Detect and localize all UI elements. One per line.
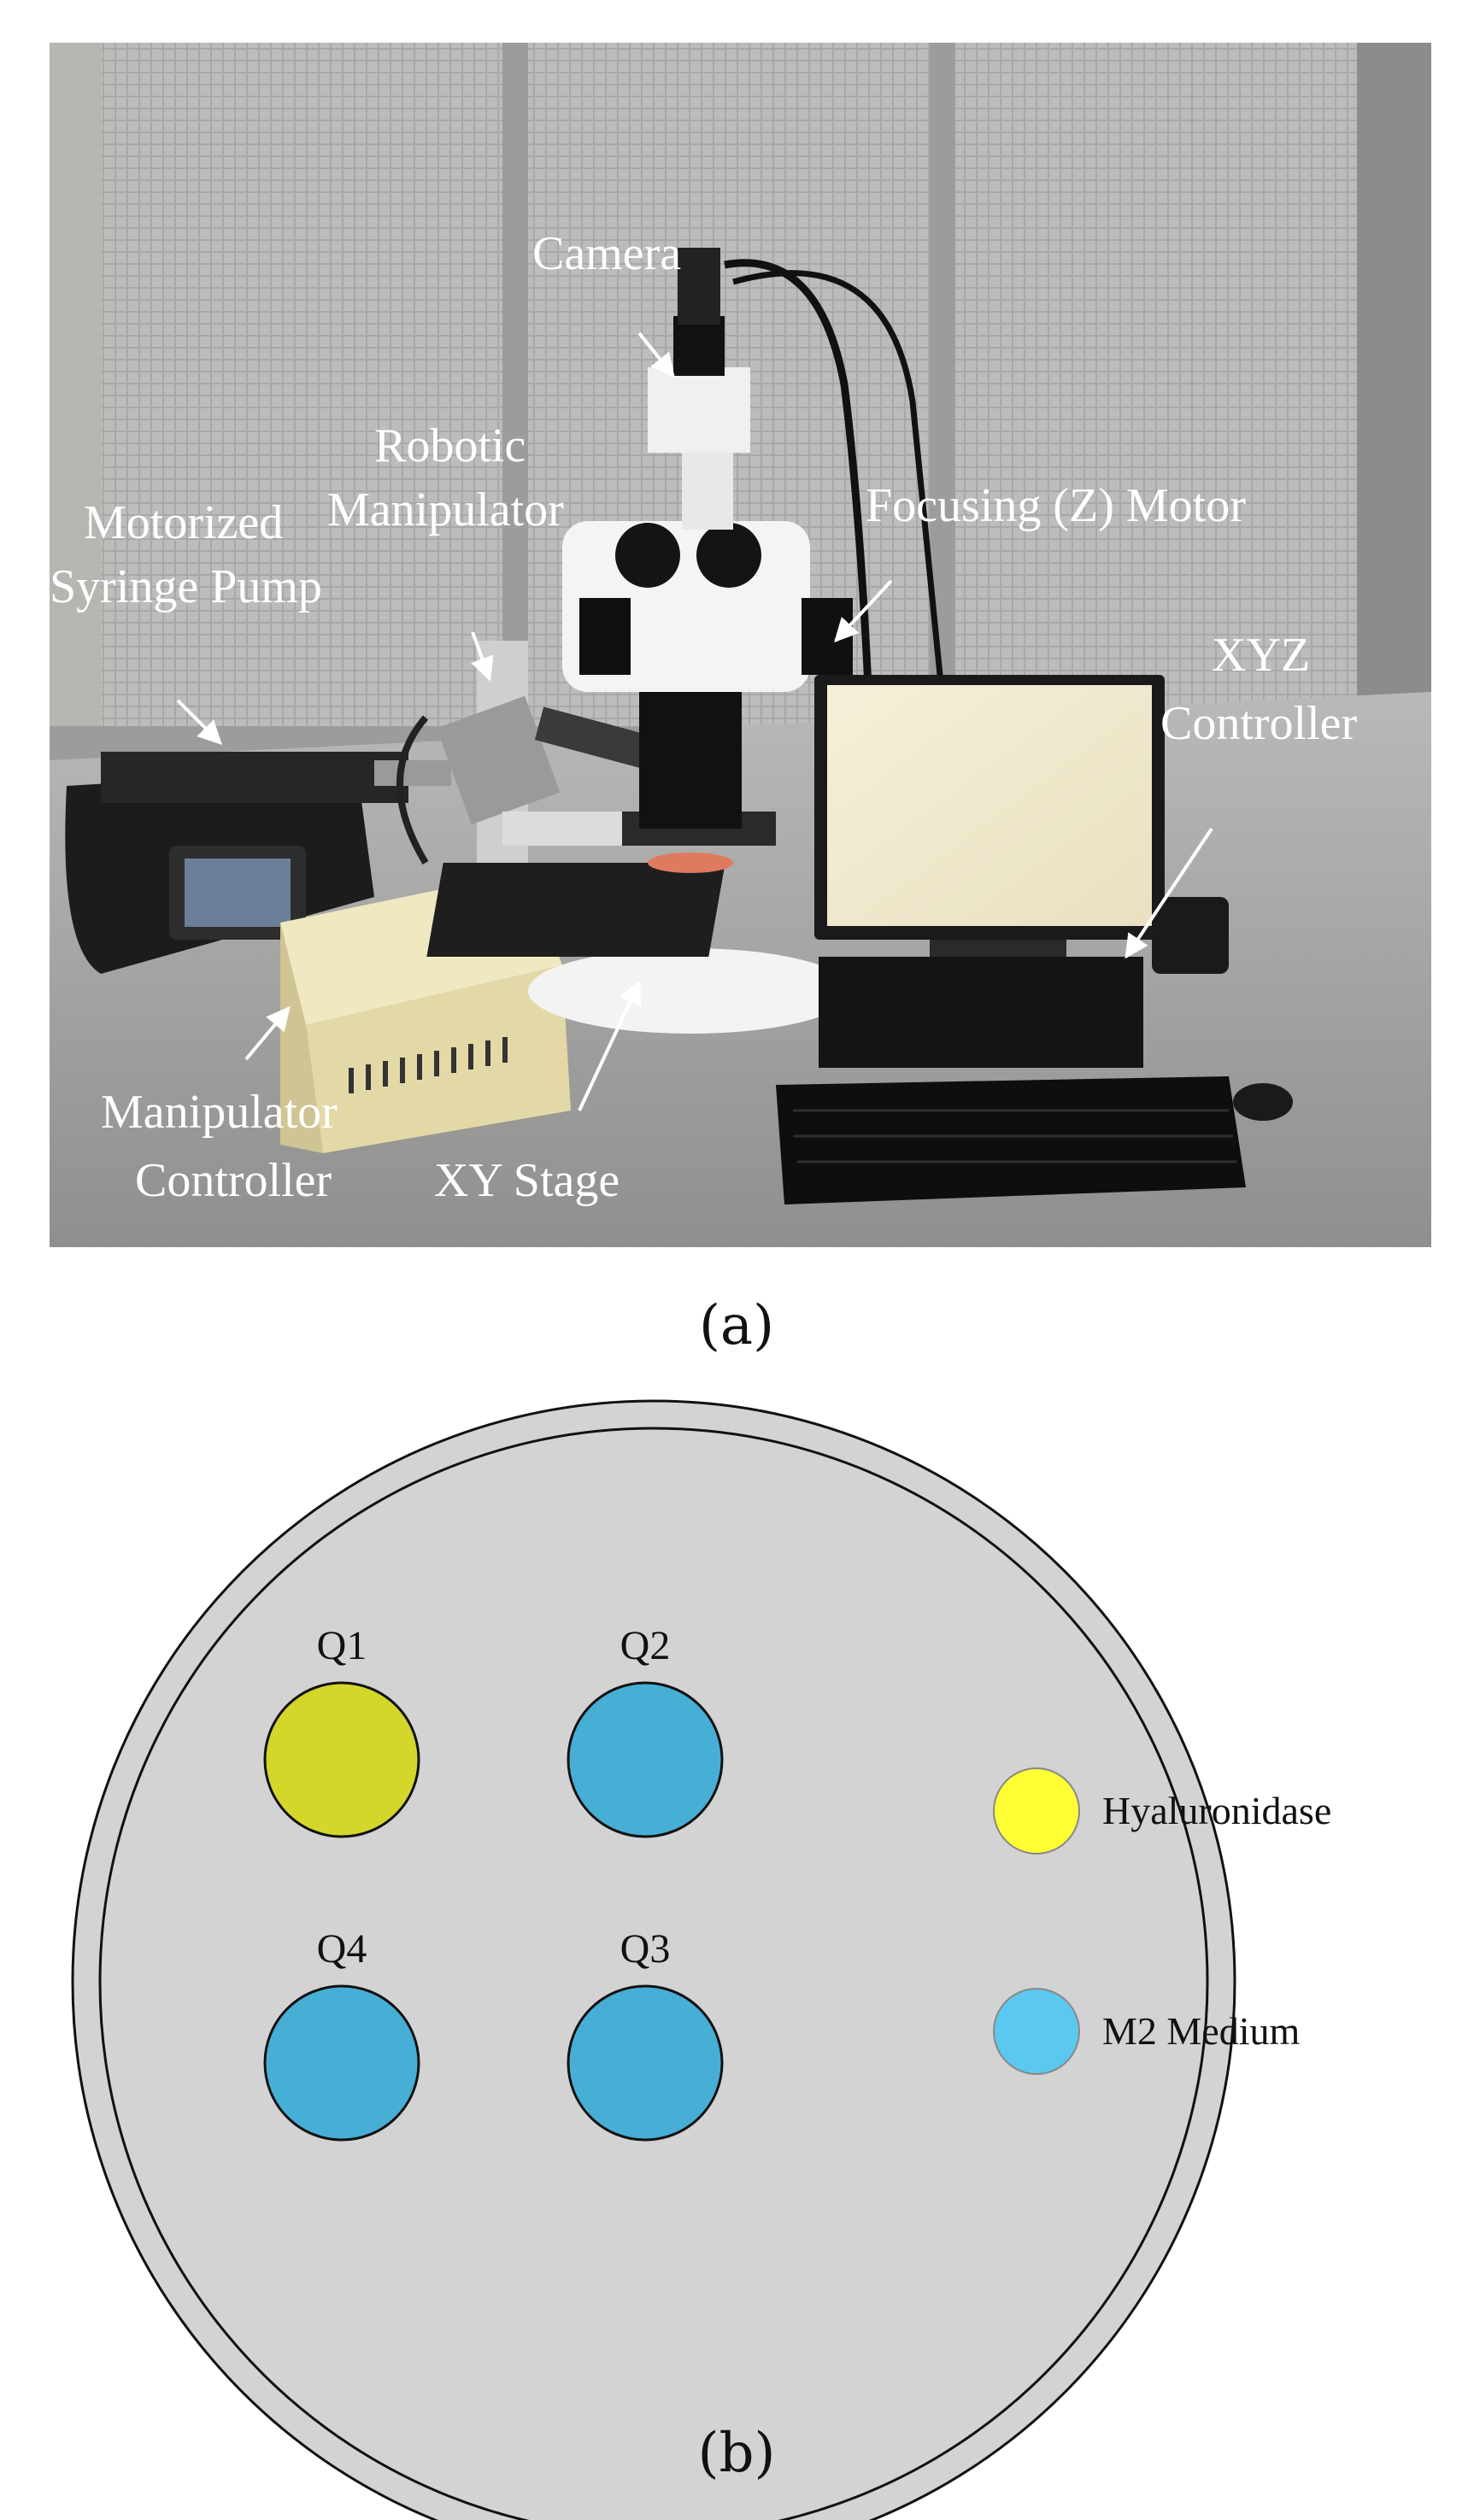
mouse [1233, 1083, 1293, 1121]
petri-dish-inner [98, 1427, 1209, 2520]
well-label-q2: Q2 [620, 1623, 671, 1668]
filter-panel-right [955, 43, 1357, 726]
legend-label-m2-medium: M2 Medium [1102, 2009, 1301, 2053]
label-syringe-pump-line2: Syringe Pump [50, 560, 322, 613]
label-robotic-manipulator-line2: Manipulator [327, 483, 564, 536]
panel-a-caption: (a) [698, 1294, 775, 1357]
monitor [814, 675, 1165, 957]
well-q3 [567, 1984, 724, 2142]
legend-label-hyaluronidase: Hyaluronidase [1102, 1789, 1331, 1832]
petri-dish-outer [71, 1399, 1236, 2520]
legend-swatch-m2-medium [993, 1988, 1080, 2075]
legend-swatch-hyaluronidase [993, 1767, 1080, 1855]
well-label-q3: Q3 [620, 1926, 671, 1972]
legend: Hyaluronidase M2 Medium [993, 1767, 1331, 2075]
well-q2 [567, 1681, 724, 1838]
setup-photo: Camera Robotic Manipulator Motorized Syr… [50, 43, 1431, 1247]
label-xy-stage: XY Stage [434, 1154, 620, 1207]
xyz-controller-box [819, 897, 1229, 1068]
well-label-q4: Q4 [317, 1926, 367, 1972]
label-camera: Camera [532, 227, 681, 280]
label-xyz-controller-line2: Controller [1160, 697, 1358, 750]
keyboard [776, 1076, 1246, 1204]
microscope [426, 248, 950, 1034]
label-manipulator-controller-line1: Manipulator [101, 1086, 338, 1139]
panel-b-caption: (b) [697, 2422, 776, 2485]
well-label-q1: Q1 [317, 1623, 367, 1668]
well-q4 [263, 1984, 420, 2142]
label-manipulator-controller-line2: Controller [135, 1154, 332, 1207]
filter-panel-left [101, 43, 502, 726]
label-syringe-pump-line1: Motorized [84, 496, 283, 549]
syringe-pump [65, 752, 451, 974]
label-robotic-manipulator-line1: Robotic [374, 419, 526, 472]
label-focusing-motor: Focusing (Z) Motor [866, 479, 1246, 532]
well-q1 [263, 1681, 420, 1838]
label-xyz-controller-line1: XYZ [1212, 629, 1310, 682]
robotic-manipulator [396, 641, 693, 865]
callout-arrows [176, 331, 1213, 1111]
